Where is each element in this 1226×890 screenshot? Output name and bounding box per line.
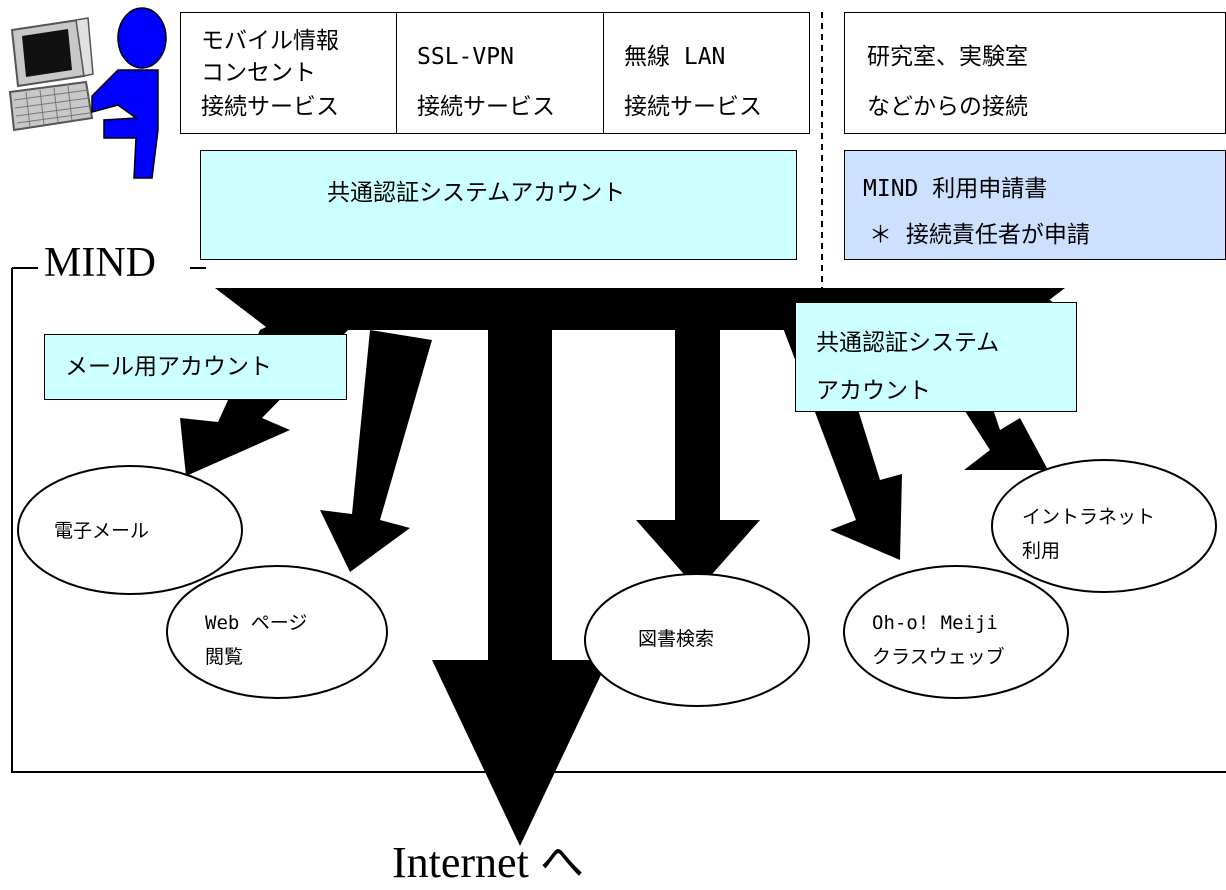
intranet-oval <box>991 459 1217 593</box>
email-label: 電子メール <box>54 520 150 542</box>
internet-label: Internet へ <box>392 838 584 887</box>
lab-access-line1: 研究室、実験室 <box>867 44 1028 70</box>
mail-account-box: メール用アカウント <box>44 334 347 400</box>
email-oval <box>17 465 243 595</box>
common-auth-right-line1: 共通認証システム <box>816 330 1000 356</box>
access-wireless-line2: 接続サービス <box>624 94 762 120</box>
person-icon <box>91 7 167 179</box>
web-label-line2: 閲覧 <box>205 646 244 668</box>
access-ssl-line1: SSL-VPN <box>417 44 514 70</box>
access-mobile-line2: コンセント <box>201 60 316 86</box>
lab-access-box: 研究室、実験室 などからの接続 <box>844 12 1226 134</box>
mind-application-line1: MIND 利用申請書 <box>863 176 1048 202</box>
library-label: 図書検索 <box>638 628 715 650</box>
intranet-label-line2: 利用 <box>1022 540 1061 562</box>
computer-icon <box>8 17 94 132</box>
oh-o-label-line2: クラスウェッブ <box>872 646 1005 668</box>
mind-application-line2: ＊ 接続責任者が申請 <box>869 222 1090 248</box>
oh-o-oval <box>843 565 1069 699</box>
access-box-mobile: モバイル情報 コンセント 接続サービス <box>180 12 397 134</box>
common-auth-top-label: 共通認証システムアカウント <box>327 180 626 206</box>
oh-o-label-line1: Oh-o! Meiji <box>872 612 998 634</box>
intranet-label-line1: イントラネット <box>1022 506 1156 528</box>
access-box-wireless: 無線 LAN 接続サービス <box>603 12 810 134</box>
access-box-ssl-vpn: SSL-VPN 接続サービス <box>396 12 604 134</box>
library-oval <box>584 573 810 707</box>
access-wireless-line1: 無線 LAN <box>624 44 726 70</box>
common-auth-right-line2: アカウント <box>816 378 931 404</box>
mind-region-border <box>11 268 1226 773</box>
web-label-line1: Web ページ <box>205 612 308 634</box>
mind-label: MIND <box>38 240 162 286</box>
common-auth-box-right: 共通認証システム アカウント <box>795 302 1077 412</box>
common-auth-box-top: 共通認証システムアカウント <box>200 150 797 260</box>
web-oval <box>166 565 388 699</box>
access-ssl-line2: 接続サービス <box>417 94 555 120</box>
access-mobile-line1: モバイル情報 <box>201 28 339 54</box>
access-mobile-line3: 接続サービス <box>201 94 339 120</box>
mind-application-box: MIND 利用申請書 ＊ 接続責任者が申請 <box>844 150 1226 260</box>
mail-account-label: メール用アカウント <box>65 354 272 380</box>
lab-access-line2: などからの接続 <box>867 94 1028 120</box>
